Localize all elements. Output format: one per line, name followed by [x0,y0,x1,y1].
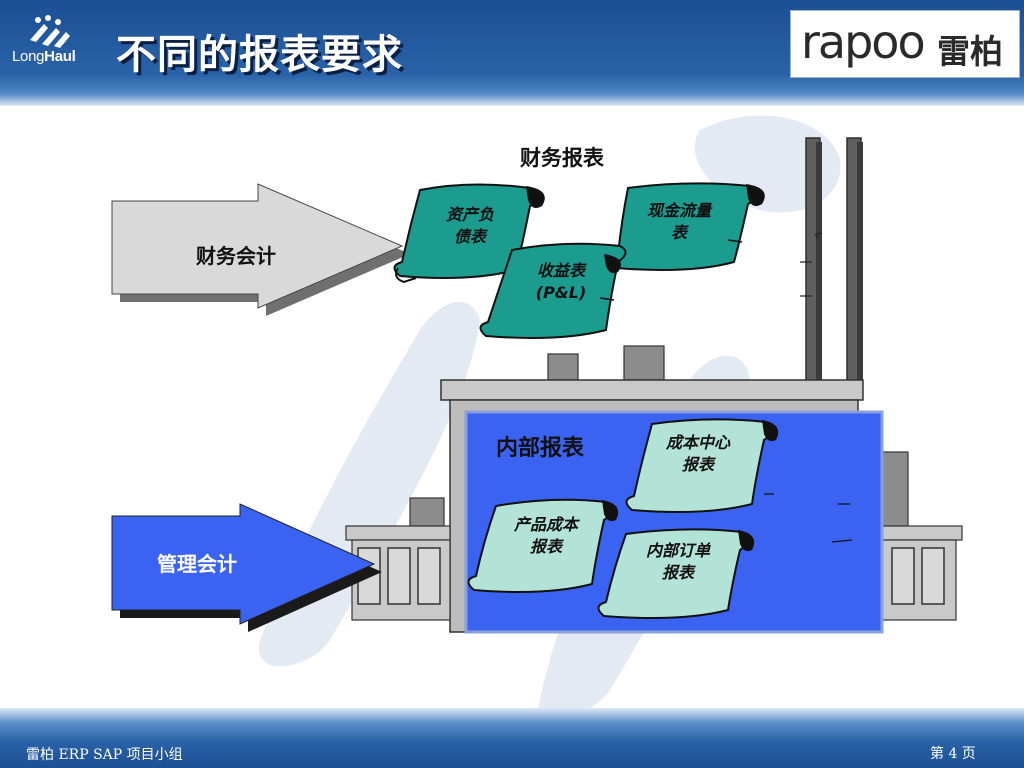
financial-accounting-label: 财务会计 [196,240,276,269]
balance-sheet-label: 资产负 债表 [430,204,510,248]
window [922,548,944,604]
roof-stack-1 [548,354,578,380]
chimney-right [847,138,863,384]
cost-center-label: 成本中心 报表 [650,432,746,476]
financial-reports-label: 财务报表 [520,142,604,172]
roof-stack-2 [624,346,664,380]
cash-flow-label: 现金流量 表 [634,200,724,244]
window [388,548,410,604]
footer-project: 雷柏 ERP SAP 项目小组 [26,744,183,764]
window [892,548,914,604]
internal-order-label: 内部订单 报表 [628,540,728,584]
chimney-left [806,138,822,384]
left-wing-stack [410,498,444,526]
window [418,548,440,604]
product-cost-label: 产品成本 报表 [500,514,592,558]
management-accounting-label: 管理会计 [157,548,237,577]
internal-reports-label: 内部报表 [496,430,584,462]
page-number: 第 4 页 [930,743,976,763]
building-roof [441,380,863,400]
left-wing-roof [346,526,450,540]
income-statement-label: 收益表 (P&L) [520,260,602,304]
